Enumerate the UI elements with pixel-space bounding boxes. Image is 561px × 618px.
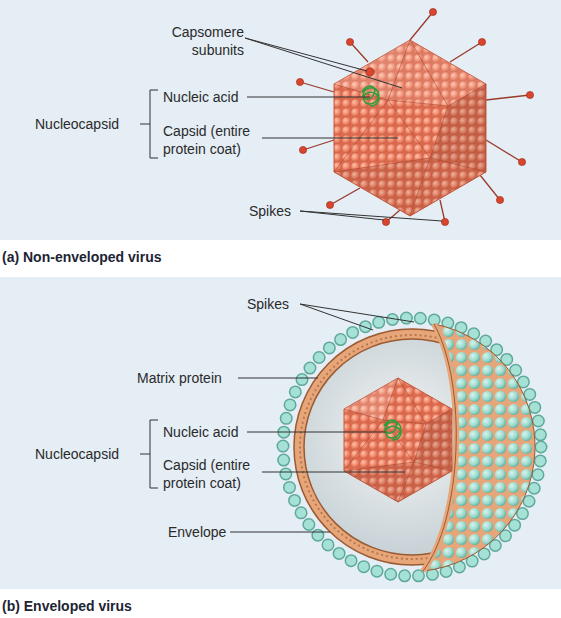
spike [486,95,530,100]
spike-head [478,38,485,45]
facet-edge [414,462,452,471]
facet-edge [344,420,383,471]
facet-edge [334,100,388,172]
spike-head [429,8,436,15]
spike-head [299,146,306,153]
spike-head [496,196,503,203]
part-label: Capsomere subunits [160,23,244,59]
facet-edge [398,462,414,502]
bracket [140,420,158,488]
facet-edge [334,84,388,100]
spike [330,188,360,205]
part-label: Spikes [249,202,299,220]
spike-head [518,158,525,165]
leader-line [245,38,402,88]
facet-edge [383,378,398,420]
spike-head [366,68,374,76]
part-label: Capsid (entire protein coat) [163,456,269,492]
facet-edge [410,158,430,216]
leader-line [300,211,442,221]
panel-caption: (b) Enveloped virus [2,597,132,615]
part-label: Matrix protein [137,369,237,387]
spike [300,82,334,92]
leader-line [230,532,330,533]
facet-edge [383,420,426,462]
envelope-b [283,318,541,576]
capsid-facet [334,158,486,216]
leader-line [238,378,318,379]
part-label: Spikes [247,295,299,313]
leader-lines-b [140,304,414,532]
spike-head [441,218,448,225]
spike [486,140,522,162]
capsid-facet [344,378,398,420]
facet-edge [448,84,486,106]
leader-line [247,97,370,98]
spike-head [346,38,353,45]
spike-head [326,201,333,208]
envelope-spikes [283,318,541,576]
facet-edge [430,158,486,172]
facet-edge [398,378,426,424]
facet-edge [388,40,410,100]
part-label: Nucleic acid [163,88,245,106]
leader-line [245,38,367,71]
leader-line [262,138,398,139]
panel-caption: (a) Non-enveloped virus [2,248,161,266]
facet-edge [344,409,383,420]
facet-edge [388,100,448,158]
nucleic-acid [362,86,379,106]
envelope-spikes [283,318,541,576]
group-label: Nucleocapsid [35,445,135,463]
spike-head [526,91,533,98]
facet-edge [426,409,452,424]
spike-lines-a [300,12,530,222]
facet-edge [334,158,430,172]
part-label: Nucleic acid [163,423,245,441]
spike [303,140,334,150]
capsid-a [334,40,486,216]
spike [410,12,433,40]
capsid-facet [344,462,452,502]
leader-line [262,472,405,473]
leader-line [247,432,386,433]
capsid-facet [414,409,452,471]
spike [480,175,500,200]
capsid-b [344,378,452,502]
part-label: Capsid (entire protein coat) [163,122,269,158]
capsid-body [334,40,486,216]
leader-lines-a [140,38,442,221]
leader-line [300,304,414,322]
capsid-facet [430,84,486,172]
spike [350,42,368,62]
capsid-edges [334,40,486,216]
bracket [140,90,158,158]
nucleic-acid [384,420,401,440]
spike [450,42,482,62]
capsid-edges [344,378,452,502]
capsid-body [344,378,452,502]
part-label: Envelope [168,523,230,541]
group-label: Nucleocapsid [35,115,135,133]
facet-edge [344,462,414,471]
facet-edge [410,40,448,106]
spike-heads-a [296,8,533,225]
leader-line [300,304,373,330]
spike-head [296,78,303,85]
